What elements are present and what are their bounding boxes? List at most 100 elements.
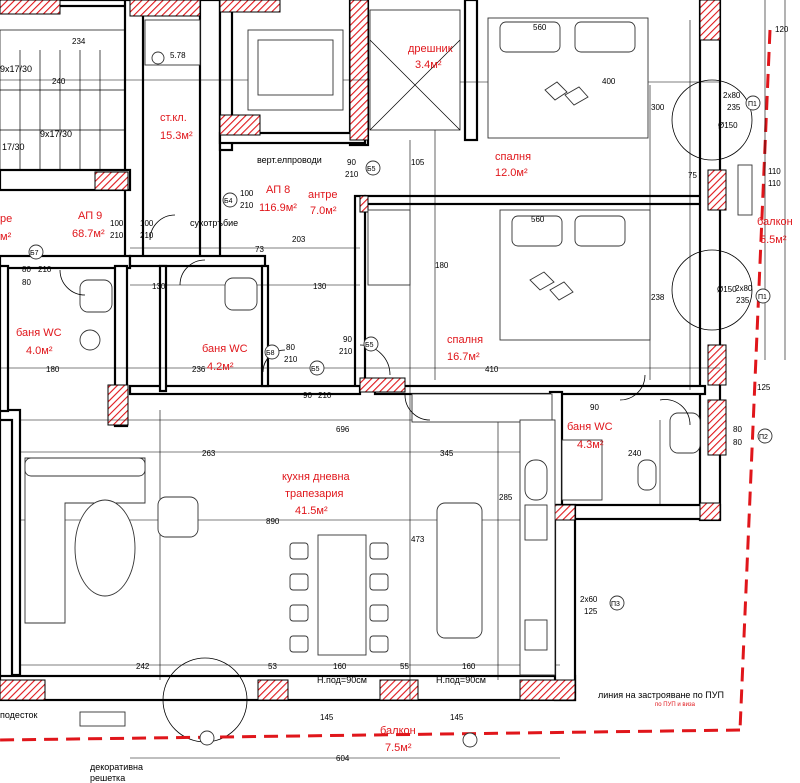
notes: верт.елпроводи сухотръбие линия на застр…	[0, 64, 724, 783]
dim-75: 75	[688, 171, 697, 180]
room-name-bath-right: баня WC	[567, 421, 613, 433]
dim-400: 400	[602, 77, 616, 86]
room-name-closet: дрешник	[408, 43, 453, 55]
b7-tag: Б7	[30, 250, 39, 257]
room-area-ap9: 68.7м²	[72, 228, 105, 240]
dim-242: 242	[136, 662, 150, 671]
note-railing-2: решетка	[90, 773, 125, 783]
b5a-w: 90	[347, 158, 356, 167]
b8-h: 210	[284, 355, 298, 364]
dim-53: 53	[268, 662, 277, 671]
dim-55: 55	[400, 662, 409, 671]
dim-73: 73	[255, 245, 264, 254]
door-100a-w: 100	[110, 219, 124, 228]
structural-columns	[0, 0, 727, 701]
room-area-balcony-bottom: 7.5м²	[385, 742, 412, 754]
note-building-line-sub: по ПУП и виза	[655, 702, 696, 708]
dim-145b: 145	[450, 713, 464, 722]
dim-263: 263	[202, 449, 216, 458]
dim-130a: 130	[313, 282, 327, 291]
stairs	[0, 19, 201, 171]
room-area-bath-left: 4.0м²	[26, 345, 53, 357]
dim-180b: 180	[435, 261, 449, 270]
p1-top-h: 235	[727, 103, 741, 112]
room-name-bedroom-mid: спалня	[447, 334, 483, 346]
room-area-balcony-right: 5.5м²	[760, 234, 787, 246]
dim-578: 5.78	[170, 51, 186, 60]
dim-410: 410	[485, 365, 499, 374]
room-name-bath-mid: баня WC	[202, 343, 248, 355]
dim-696: 696	[336, 425, 350, 434]
room-area-bath-right: 4.3м²	[577, 439, 604, 451]
room-name-living-1: кухня дневна	[282, 471, 351, 483]
b5c-tag: Б5	[311, 366, 320, 373]
dim-285: 285	[499, 493, 513, 502]
dim-345: 345	[440, 449, 454, 458]
door-100a-h: 210	[110, 231, 124, 240]
room-name-bedroom-top: спалня	[495, 151, 531, 163]
dim-473: 473	[411, 535, 425, 544]
room-area-left-cut: м²	[0, 231, 12, 243]
dim-240: 240	[628, 449, 642, 458]
dimension-labels: 120 560 400 300 Ø150 110 110 75 560 410 …	[22, 23, 789, 763]
p1-mid-size: 2x80	[735, 284, 753, 293]
dim-300: 300	[651, 103, 665, 112]
dim-180a: 180	[46, 365, 60, 374]
note-sill-2: Н.под=90см	[436, 675, 486, 685]
note-stair-3: 17/30	[2, 142, 25, 152]
b5a-tag: Б5	[367, 166, 376, 173]
b5b-h: 210	[339, 347, 353, 356]
note-stair-2: 9x17/30	[40, 129, 72, 139]
dim-80: 80	[22, 278, 31, 287]
dim-238: 238	[651, 293, 665, 302]
p2-h: 80	[733, 438, 742, 447]
dim-203: 203	[292, 235, 306, 244]
dim-560b: 560	[531, 215, 545, 224]
dim-125: 125	[757, 383, 771, 392]
b5a-h: 210	[345, 170, 359, 179]
b4-w: 100	[240, 189, 254, 198]
b4-tag: Б4	[224, 198, 233, 205]
note-landing: подесток	[0, 710, 37, 720]
p1-top-size: 2x80	[723, 91, 741, 100]
p1-mid-h: 235	[736, 296, 750, 305]
opening-tags: 2x80 235 П1 2x80 235 П1 80 80 П2 2x60 12…	[22, 91, 768, 616]
room-name-stair: ст.кл.	[160, 112, 187, 124]
room-area-bath-mid: 4.2м²	[207, 361, 234, 373]
note-stair-1: 9x17/30	[0, 64, 32, 74]
p1-mid-tag: П1	[758, 294, 767, 301]
note-building-line: линия на застрояване по ПУП	[598, 690, 724, 700]
room-area-bedroom-top: 12.0м²	[495, 167, 528, 179]
dim-150a: Ø150	[718, 121, 738, 130]
p3-tag: П3	[611, 601, 620, 608]
note-railing-1: декоративна	[90, 762, 143, 772]
room-name-left-cut: ре	[0, 213, 12, 225]
dim-890: 890	[266, 517, 280, 526]
dim-240b: 240	[52, 77, 66, 86]
door-100b-h: 210	[140, 231, 154, 240]
note-sill-1: Н.под=90см	[317, 675, 367, 685]
b8-tag: Б8	[266, 350, 275, 357]
p2-tag: П2	[759, 434, 768, 441]
room-name-living-2: трапезария	[285, 488, 344, 500]
b5c-h: 210	[318, 391, 332, 400]
door-100b-w: 100	[140, 219, 154, 228]
note-dry-riser: сухотръбие	[190, 218, 238, 228]
dim-130b: 130	[152, 282, 166, 291]
b7-w: 80	[22, 265, 31, 274]
dim-560a: 560	[533, 23, 547, 32]
room-name-balcony-bottom: балкон	[380, 725, 416, 737]
dim-160a: 160	[333, 662, 347, 671]
room-area-ap8: 116.9м²	[259, 202, 297, 214]
room-name-balcony-right: балкон	[757, 216, 793, 228]
dim-110b: 110	[768, 179, 781, 188]
room-labels: спалня 12.0м² дрешник 3.4м² антре 7.0м² …	[0, 43, 793, 754]
b4-h: 210	[240, 201, 254, 210]
dim-236: 236	[192, 365, 206, 374]
b5b-tag: Б5	[365, 342, 374, 349]
p2-size: 80	[733, 425, 742, 434]
p1-top-tag: П1	[748, 101, 757, 108]
dim-604: 604	[336, 754, 350, 763]
dim-120: 120	[775, 25, 789, 34]
